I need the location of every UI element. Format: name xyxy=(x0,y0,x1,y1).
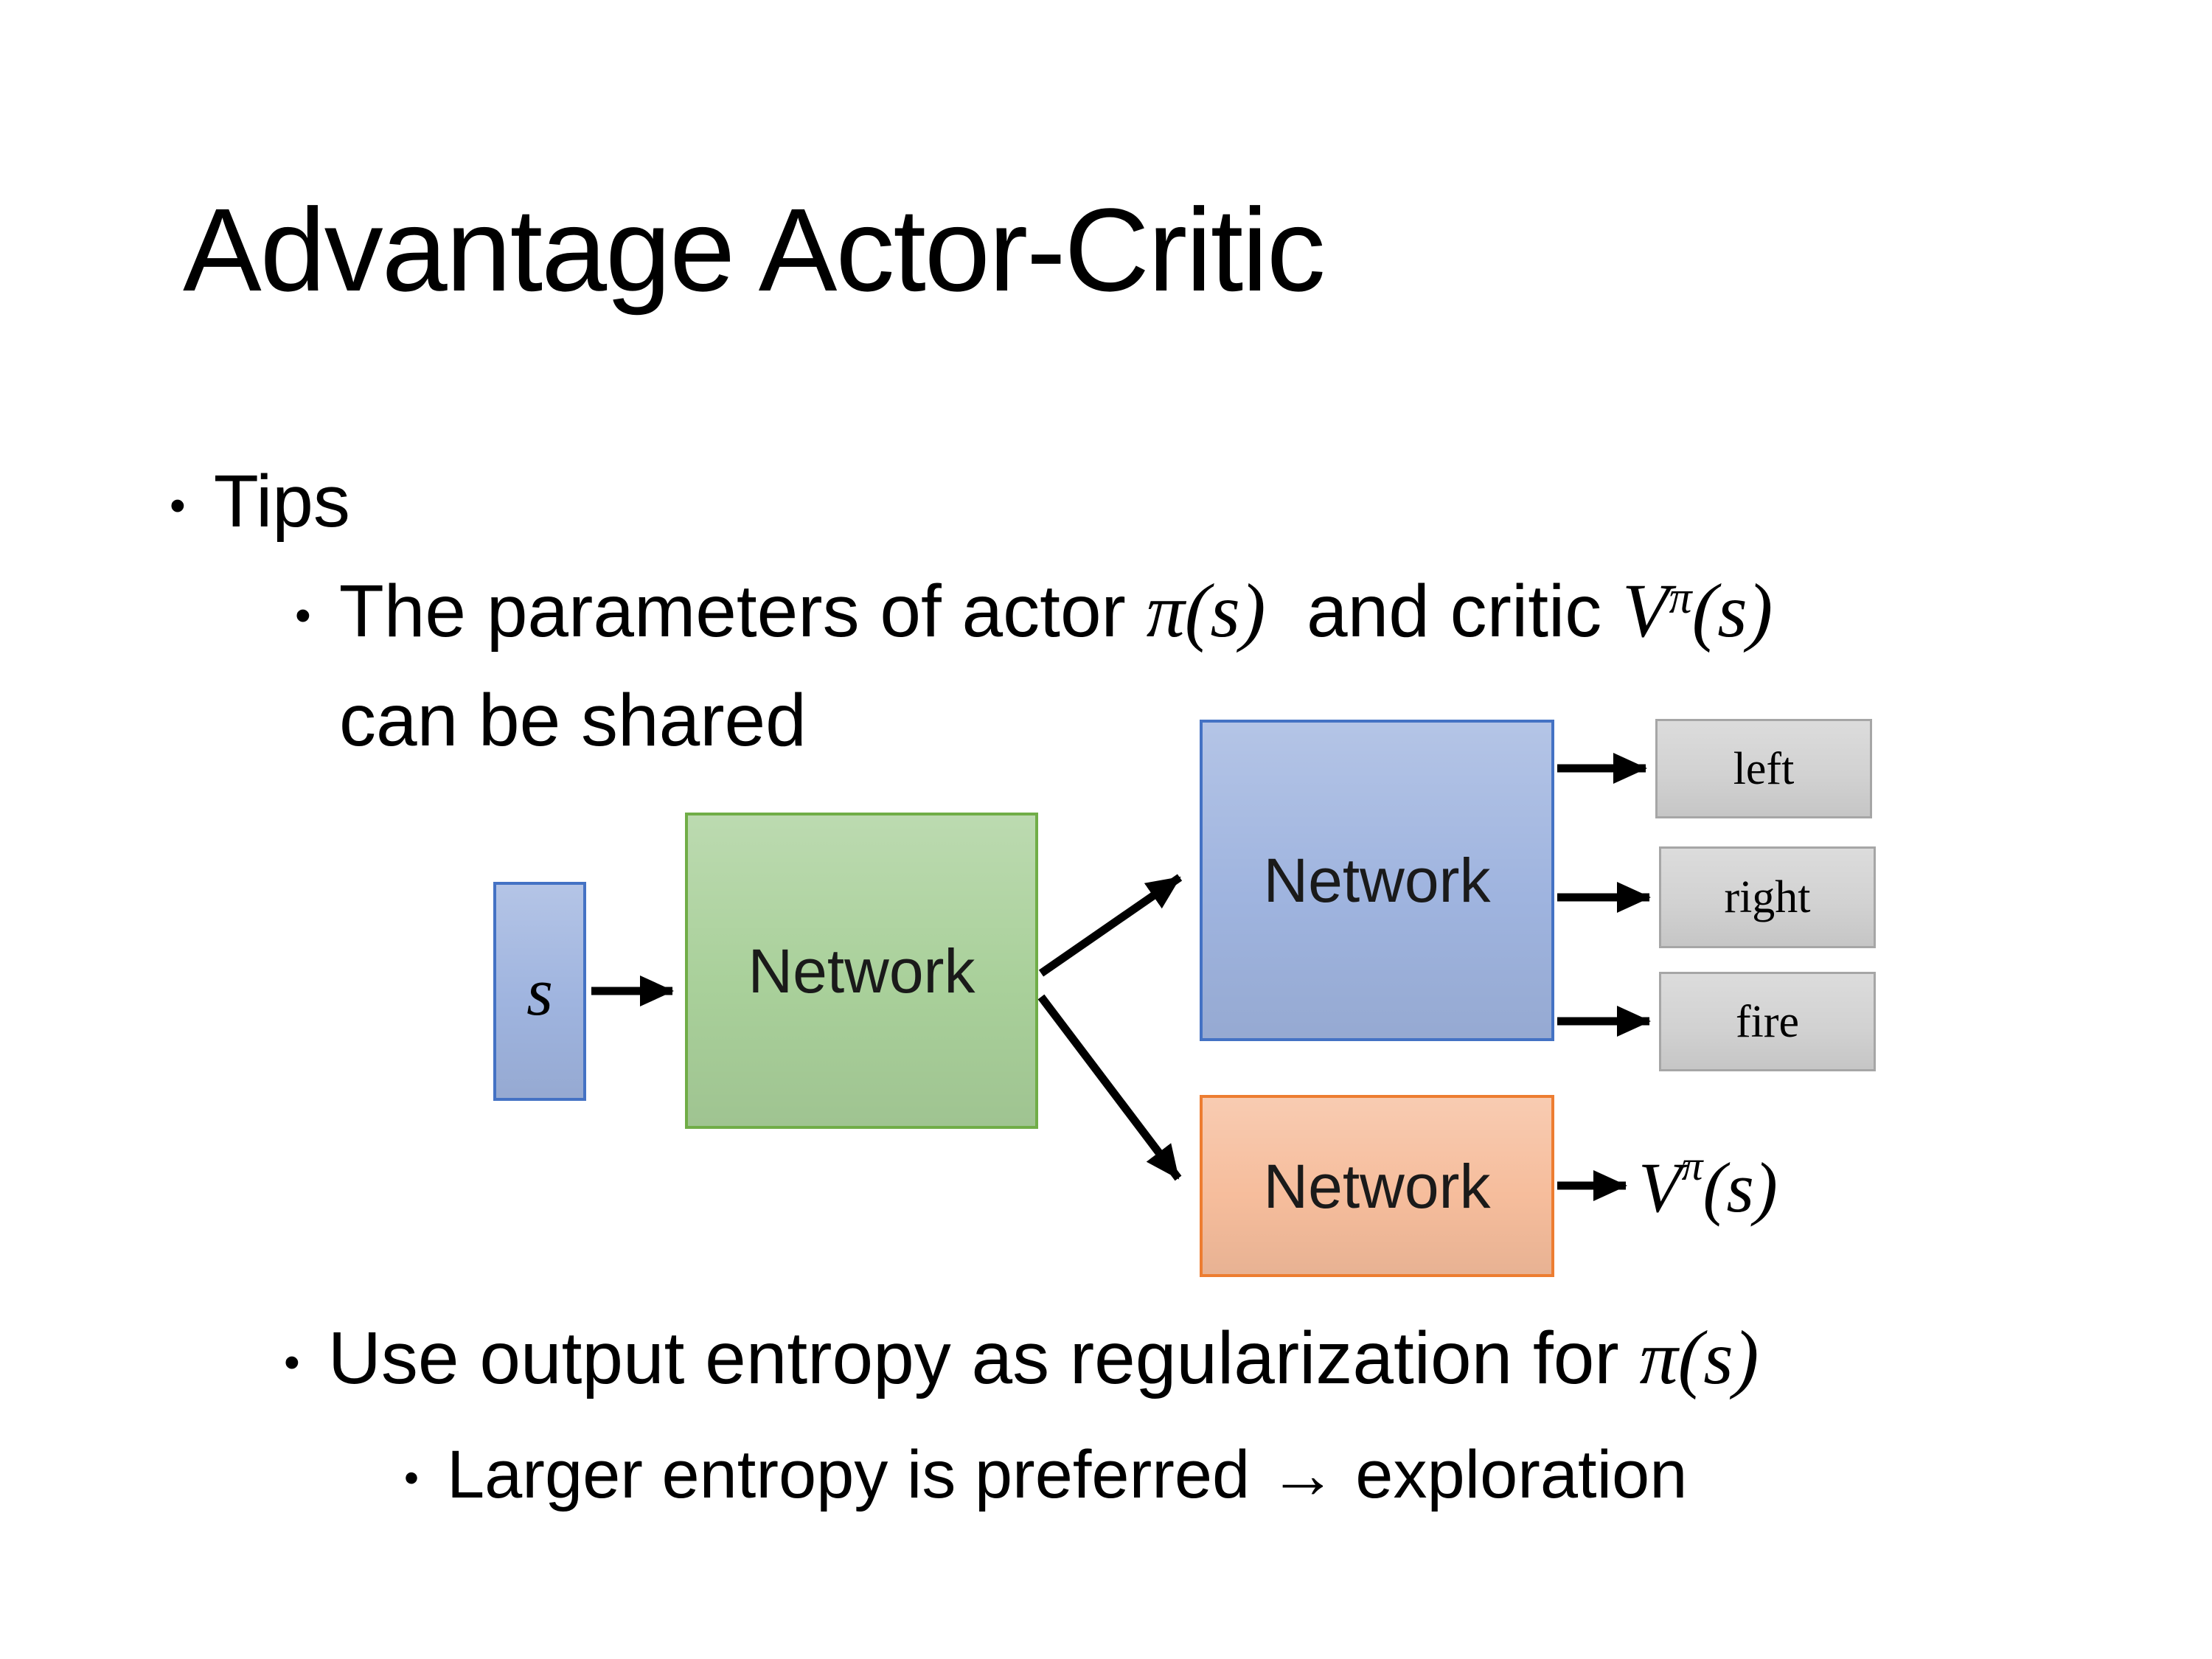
actor-network-label: Network xyxy=(1263,846,1491,915)
action-left-label: left xyxy=(1733,743,1795,794)
action-left-box: left xyxy=(1655,719,1872,818)
critic-network-box: Network xyxy=(1200,1095,1554,1277)
shared-params-mid: and critic xyxy=(1265,570,1622,653)
shared-network-box: Network xyxy=(685,813,1038,1129)
state-box: s xyxy=(493,882,586,1101)
action-fire-label: fire xyxy=(1735,996,1800,1047)
slide-title: Advantage Actor-Critic xyxy=(183,184,1326,316)
bullet-glyph: • xyxy=(404,1455,419,1503)
shared-params-line2: can be shared xyxy=(339,679,807,762)
arrow-shared-to-critic xyxy=(1037,994,1182,1181)
shared-params-prefix: The parameters of actor xyxy=(338,570,1147,653)
bullet-glyph: • xyxy=(284,1337,300,1388)
actor-network-box: Network xyxy=(1200,720,1554,1041)
action-right-label: right xyxy=(1724,872,1811,922)
state-label: s xyxy=(526,953,553,1029)
critic-v-sup: π xyxy=(1669,572,1692,623)
actor-pi-math: π(s) xyxy=(1146,568,1266,653)
larger-entropy-text: Larger entropy is preferred → exploratio… xyxy=(446,1437,1688,1512)
critic-v-args: (s) xyxy=(1691,568,1773,653)
arrow-shared-to-actor xyxy=(1038,874,1183,977)
action-right-box: right xyxy=(1659,846,1876,948)
critic-network-label: Network xyxy=(1263,1151,1491,1221)
bullet-shared-params-line2: can be shared xyxy=(339,680,807,761)
bullet-shared-params-line1: • The parameters of actor π(s) and critic… xyxy=(295,568,1773,653)
tips-label: Tips xyxy=(213,460,350,543)
entropy-reg-pi-math: π(s) xyxy=(1639,1315,1759,1400)
bullet-glyph: • xyxy=(170,480,186,532)
critic-output-sup: π xyxy=(1681,1143,1703,1190)
critic-output-v: V xyxy=(1638,1148,1682,1227)
bullet-entropy-regularization: • Use output entropy as regularization fo… xyxy=(284,1315,1759,1400)
bullet-glyph: • xyxy=(295,590,311,641)
entropy-reg-prefix: Use output entropy as regularization for xyxy=(327,1317,1640,1399)
bullet-tips: • Tips xyxy=(170,461,350,542)
action-fire-box: fire xyxy=(1659,972,1876,1071)
bullet-larger-entropy: • Larger entropy is preferred → explorati… xyxy=(404,1437,1688,1512)
critic-output-args: (s) xyxy=(1703,1148,1778,1227)
shared-network-label: Network xyxy=(748,936,975,1006)
critic-v-math: V xyxy=(1621,568,1669,653)
